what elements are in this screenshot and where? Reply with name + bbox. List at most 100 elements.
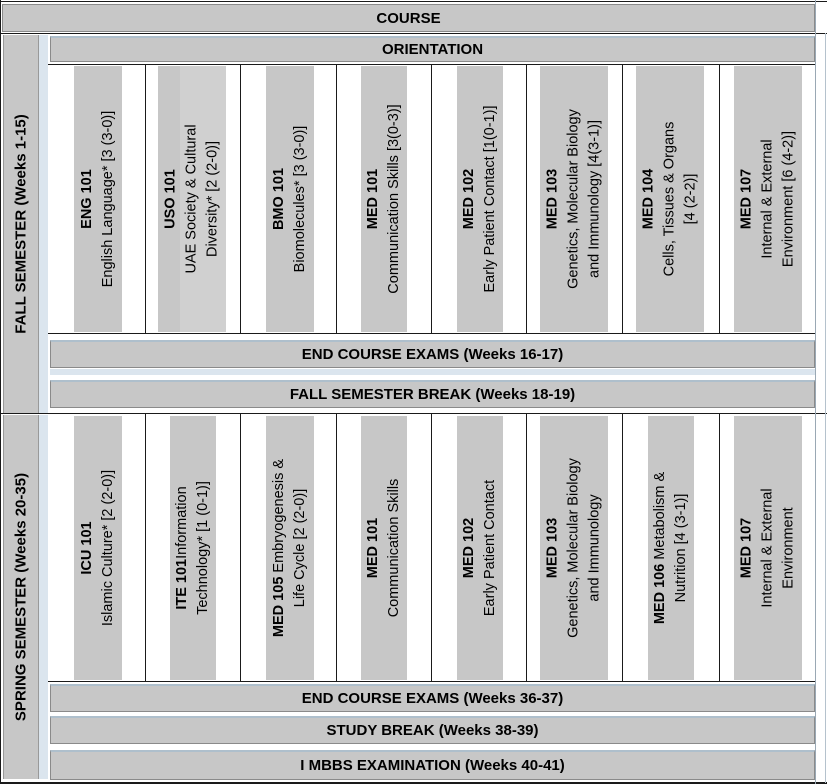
course-text: MED 102 Early Patient Contact (459, 480, 501, 616)
course-text: ICU 101 Islamic Culture* [2 (2-0)] (77, 470, 119, 626)
course-title: UAE Society & Cultural (183, 124, 200, 274)
fall-semester-label: FALL SEMESTER (Weeks 1-15) (12, 114, 30, 334)
fall-exams-band: END COURSE EXAMS (Weeks 16-17) (50, 340, 815, 368)
grid-divider (240, 414, 241, 682)
course-code: ICU 101 (79, 521, 95, 575)
course-text: MED 101 Communication Skills [3(0-3)] (363, 104, 405, 293)
course-text: ITE 101Information Technology* [1 (0-1)] (172, 481, 214, 615)
mbbs-exam-band: I MBBS EXAMINATION (Weeks 40-41) (50, 750, 815, 780)
course-cell-med107-spring: MED 107 Internal & External Environment (734, 416, 802, 680)
course-code: USO 101 (162, 169, 179, 229)
course-text: MED 104 Cells, Tissues & Organs [4 (2-2)… (639, 122, 702, 277)
course-title: Early Patient Contact (482, 479, 498, 617)
course-title: Internal & External (759, 488, 776, 608)
course-title: Information (174, 486, 190, 559)
course-title: English Language* [3 (3-0)] (100, 110, 116, 288)
course-text: MED 102 Early Patient Contact [1(0-1)] (459, 106, 501, 293)
grid-divider (526, 64, 527, 334)
course-rule (0, 33, 827, 34)
grid-divider (336, 414, 337, 682)
course-text: MED 106 Metabolism & Nutrition [4 (3-1)] (650, 472, 692, 624)
course-title: Life Cycle [2 (2-0)] (292, 488, 308, 608)
course-code: MED 103 (544, 168, 561, 230)
right-edge (825, 33, 826, 783)
course-text: MED 103 Genetics, Molecular Biology and … (543, 109, 606, 289)
course-title: Genetics, Molecular Biology (565, 458, 582, 638)
grid-divider (240, 64, 241, 334)
course-code: MED 101 (365, 168, 381, 230)
course-title: Communication Skills [3(0-3)] (386, 104, 402, 294)
course-cell-med106: MED 106 Metabolism & Nutrition [4 (3-1)] (648, 416, 694, 680)
course-code: MED 102 (461, 517, 477, 579)
course-cell-med101: MED 101 Communication Skills [3(0-3)] (361, 66, 407, 332)
course-code: MED 105 (271, 576, 287, 638)
grid-divider (719, 64, 720, 334)
spring-exams-band: END COURSE EXAMS (Weeks 36-37) (50, 684, 815, 712)
course-title: Early Patient Contact [1(0-1)] (482, 105, 498, 293)
course-code: MED 103 (544, 517, 561, 579)
course-header: COURSE (2, 4, 815, 32)
course-title: and Immunology (586, 494, 603, 602)
course-title: Diversity* [2 (2-0)] (204, 140, 221, 258)
right-border (815, 0, 816, 784)
course-cell-med101-spring: MED 101 Communication Skills (361, 416, 407, 680)
spring-course-grid: ICU 101 Islamic Culture* [2 (2-0)] ITE 1… (48, 414, 815, 682)
fall-side-strip (39, 35, 48, 413)
course-text: MED 101 Communication Skills (363, 479, 405, 618)
course-cell-bmo101: BMO 101 Biomolecules* [3 (3-0)] (266, 66, 314, 332)
course-text: MED 107 Internal & External Environment (737, 488, 800, 607)
course-text: MED 107 Internal & External Environment … (737, 131, 800, 267)
course-cell-icu101: ICU 101 Islamic Culture* [2 (2-0)] (74, 416, 122, 680)
course-code: MED 102 (461, 168, 477, 230)
course-code: ITE 101 (174, 558, 190, 610)
grid-divider (622, 414, 623, 682)
course-title: Islamic Culture* [2 (2-0)] (100, 469, 116, 627)
grid-divider (431, 414, 432, 682)
course-title: Technology* [1 (0-1)] (195, 481, 211, 615)
course-title: Environment [6 (4-2)] (780, 130, 797, 268)
course-code: ENG 101 (79, 169, 95, 229)
course-cell-ite101: ITE 101Information Technology* [1 (0-1)] (170, 416, 216, 680)
course-cell-med107: MED 107 Internal & External Environment … (734, 66, 802, 332)
course-text: MED 103 Genetics, Molecular Biology and … (543, 458, 606, 638)
grid-divider (336, 64, 337, 334)
course-text: USO 101 UAE Society & Cultural Diversity… (161, 124, 224, 273)
course-cell-eng101: ENG 101 English Language* [3 (3-0)] (74, 66, 122, 332)
course-title: Environment (780, 507, 797, 589)
course-code: MED 104 (640, 168, 657, 230)
course-cell-med102: MED 102 Early Patient Contact [1(0-1)] (457, 66, 503, 332)
course-title: Internal & External (759, 139, 776, 259)
course-cell-med103: MED 103 Genetics, Molecular Biology and … (540, 66, 608, 332)
course-cell-med105: MED 105 Embryogenesis & Life Cycle [2 (2… (266, 416, 314, 680)
course-title: Cells, Tissues & Organs (661, 121, 678, 277)
semester-divider (0, 413, 827, 414)
course-title: Biomolecules* [3 (3-0)] (292, 125, 308, 273)
course-text: MED 105 Embryogenesis & Life Cycle [2 (2… (269, 459, 311, 637)
fall-course-grid: ENG 101 English Language* [3 (3-0)] USO … (48, 64, 815, 334)
spring-semester-column: SPRING SEMESTER (Weeks 20-35) (3, 415, 39, 779)
fall-gap-strip (50, 369, 815, 375)
course-code: MED 107 (738, 517, 755, 579)
course-cell-med103-spring: MED 103 Genetics, Molecular Biology and … (540, 416, 608, 680)
study-break-band: STUDY BREAK (Weeks 38-39) (50, 716, 815, 744)
course-cell-med104: MED 104 Cells, Tissues & Organs [4 (2-2)… (636, 66, 704, 332)
course-code: MED 106 (652, 563, 668, 625)
spring-side-strip (39, 415, 48, 779)
course-title: Metabolism & (652, 471, 668, 564)
top-rule (0, 1, 827, 2)
fall-semester-column: FALL SEMESTER (Weeks 1-15) (3, 35, 39, 413)
grid-divider (622, 64, 623, 334)
orientation-band: ORIENTATION (50, 36, 815, 62)
course-title: and Immunology [4(3-1)] (586, 120, 603, 278)
course-code: MED 107 (738, 168, 755, 230)
fall-break-band: FALL SEMESTER BREAK (Weeks 18-19) (50, 380, 815, 408)
grid-divider (145, 64, 146, 334)
course-title: Nutrition [4 (3-1)] (673, 493, 689, 603)
course-code: BMO 101 (271, 167, 287, 231)
grid-divider (526, 414, 527, 682)
course-code: MED 101 (365, 517, 381, 579)
course-title: Communication Skills (386, 478, 402, 618)
grid-divider (719, 414, 720, 682)
course-text: BMO 101 Biomolecules* [3 (3-0)] (269, 126, 311, 273)
